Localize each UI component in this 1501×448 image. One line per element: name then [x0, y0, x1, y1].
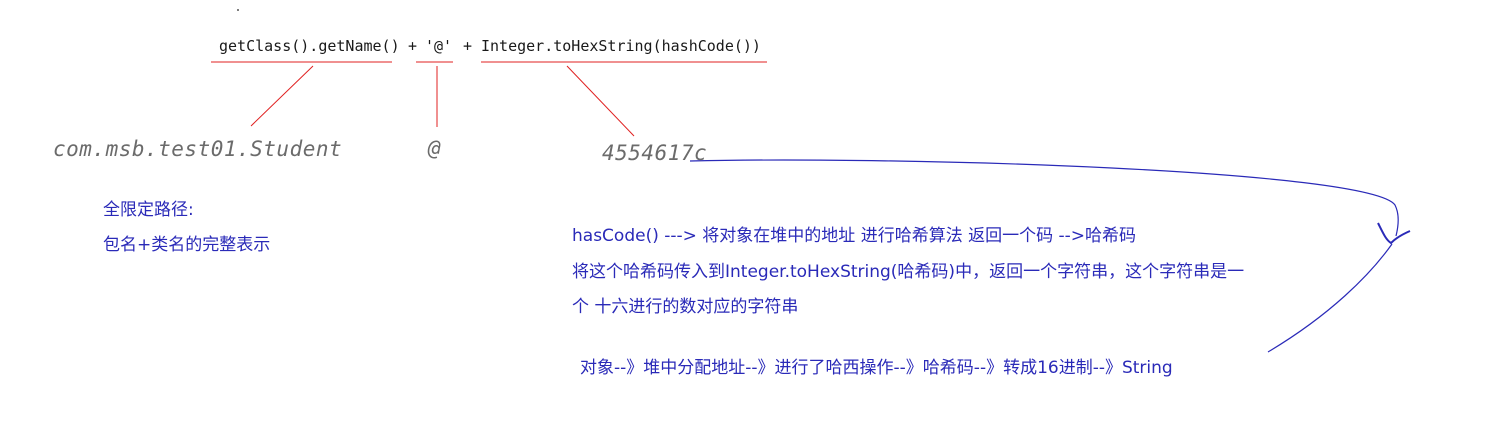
result-hex: 4554617c [602, 141, 708, 165]
connector-tohexstring [566, 65, 635, 137]
connector-getname [250, 65, 314, 127]
expr-plus-1: + [408, 37, 418, 55]
expr-getname: getClass().getName() [219, 37, 400, 55]
result-class-name: com.msb.test01.Student [53, 137, 343, 161]
result-at: @ [428, 136, 442, 160]
note-fq-desc: 包名+类名的完整表示 [103, 235, 271, 255]
expr-plus-2: + [463, 37, 473, 55]
note-fq-title: 全限定路径: [103, 200, 194, 220]
expr-tohexstring: Integer.toHexString(hashCode()) [481, 37, 761, 55]
note-flow: 对象--》堆中分配地址--》进行了哈西操作--》哈希码--》转成16进制--》S… [580, 358, 1173, 378]
note-hash-line-2: 将这个哈希码传入到Integer.toHexString(哈希码)中，返回一个字… [572, 262, 1245, 282]
hand-arrow-tail [1267, 243, 1393, 353]
note-hash-line-1: hasCode() ---> 将对象在堆中的地址 进行哈希算法 返回一个码 --… [572, 226, 1137, 246]
stray-dot [237, 9, 239, 11]
expr-at: '@' [425, 37, 453, 55]
note-hash-line-3: 个 十六进行的数对应的字符串 [572, 297, 799, 317]
hand-arrow-curve [689, 159, 1399, 237]
hand-arrow-head [1377, 222, 1411, 245]
